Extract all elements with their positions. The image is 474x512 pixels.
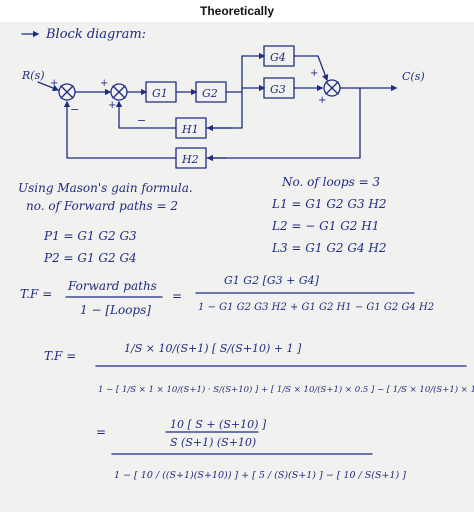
path-p1: P1 = G1 G2 G3	[43, 229, 137, 243]
svg-text:G1: G1	[152, 87, 168, 100]
block-g4: G4	[263, 45, 295, 67]
block-g1: G1	[145, 81, 177, 103]
mason-notes: Using Mason's gain formula. no. of Forwa…	[18, 175, 387, 265]
block-h2: H2	[175, 147, 207, 169]
tf-general: T.F = Forward paths 1 − [Loops] = G1 G2 …	[20, 274, 434, 317]
block-g2: G2	[195, 81, 227, 103]
sign-label: +	[100, 78, 108, 89]
loops-count: No. of loops = 3	[281, 175, 380, 189]
summing-junction-3	[323, 79, 341, 97]
summing-junction-1	[58, 83, 76, 101]
block-diagram: R(s) C(s)	[21, 45, 425, 169]
tf-substituted: T.F = 1/S × 10/(S+1) [ S/(S+10) + 1 ] 1 …	[44, 342, 474, 395]
summing-junction-2	[110, 83, 128, 101]
output-label: C(s)	[402, 70, 425, 83]
tf-simplified: = 10 [ S + (S+10) ] S (S+1) (S+10) 1 − […	[96, 418, 406, 481]
page-header: Theoretically	[0, 0, 474, 22]
sign-label: −	[137, 114, 146, 127]
tf-numerator-expanded: G1 G2 [G3 + G4]	[224, 274, 320, 287]
svg-text:G3: G3	[270, 83, 286, 96]
sign-label: +	[50, 78, 58, 89]
loop-l1: L1 = G1 G2 G3 H2	[271, 197, 387, 211]
loop-l2: L2 = − G1 G2 H1	[271, 219, 379, 233]
equals-sign: =	[172, 289, 182, 303]
tf-denominator-expanded: 1 − G1 G2 G3 H2 + G1 G2 H1 − G1 G2 G4 H2	[198, 302, 434, 313]
sign-label: +	[108, 100, 116, 111]
tf-numerator-substituted: 1/S × 10/(S+1) [ S/(S+10) + 1 ]	[124, 342, 302, 355]
equals-sign: =	[96, 425, 106, 439]
tf-denominator: 1 − [Loops]	[80, 303, 151, 317]
tf-numerator: Forward paths	[67, 279, 157, 293]
sign-label: +	[318, 95, 326, 106]
tf-lhs: T.F =	[20, 287, 52, 301]
tf-denominator-simplified: 1 − [ 10 / ((S+1)(S+10)) ] + [ 5 / (S)(S…	[114, 470, 406, 481]
block-h1: H1	[175, 117, 207, 139]
svg-text:G4: G4	[270, 51, 286, 64]
sign-label: −	[70, 103, 79, 116]
tf-lhs: T.F =	[44, 349, 76, 363]
tf-denominator-substituted: 1 − [ 1/S × 1 × 10/(S+1) · S/(S+10) ] + …	[98, 384, 474, 395]
forward-paths-count: no. of Forward paths = 2	[26, 199, 178, 213]
path-p2: P2 = G1 G2 G4	[43, 251, 137, 265]
tf-numerator-top: 10 [ S + (S+10) ]	[170, 418, 267, 431]
svg-text:H2: H2	[181, 153, 199, 166]
svg-text:H1: H1	[181, 123, 199, 136]
tf-numerator-bottom: S (S+1) (S+10)	[170, 436, 256, 449]
loop-l3: L3 = G1 G2 G4 H2	[271, 241, 387, 255]
mason-line: Using Mason's gain formula.	[18, 181, 193, 195]
section-title-text: Block diagram:	[45, 27, 146, 42]
section-title: Block diagram:	[21, 27, 146, 42]
input-label: R(s)	[21, 69, 45, 82]
block-g3: G3	[263, 77, 295, 99]
svg-text:G2: G2	[202, 87, 218, 100]
sign-label: +	[310, 68, 318, 79]
